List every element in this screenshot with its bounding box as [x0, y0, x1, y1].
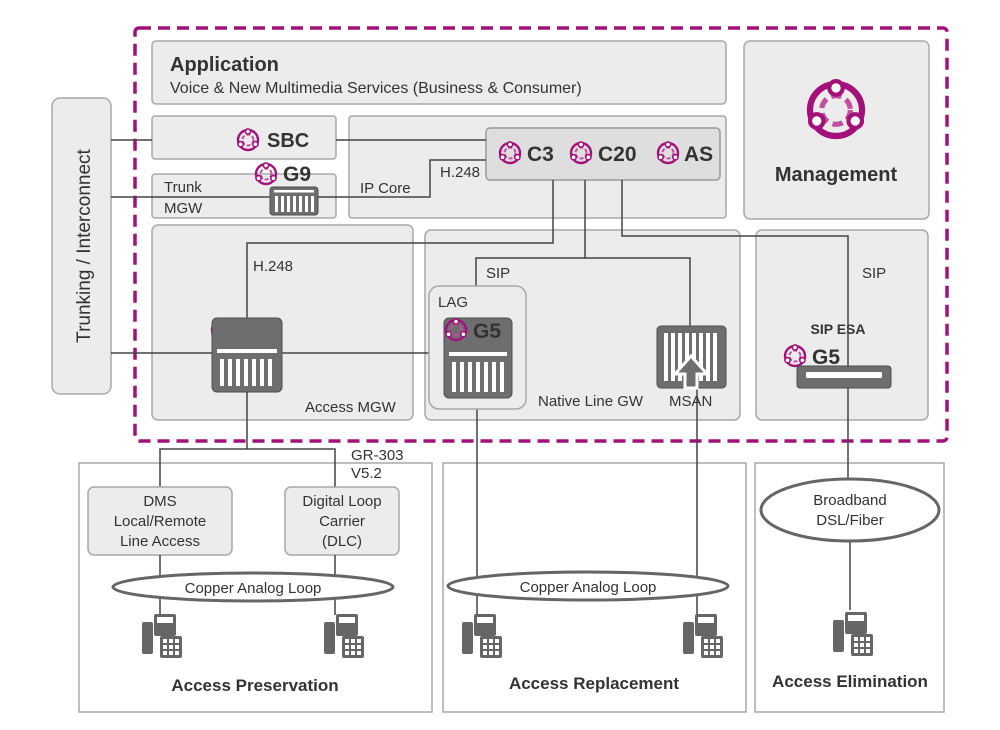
dms-line1: DMS	[143, 493, 176, 510]
access-mgw-label: Access MGW	[305, 399, 397, 416]
native-line-gw-label: Native Line GW	[538, 393, 644, 410]
core-c3-label: C3	[527, 143, 554, 166]
section-replacement: Access Replacement	[509, 674, 679, 693]
broadband-line2: DSL/Fiber	[816, 512, 884, 529]
core-devices-box	[485, 127, 721, 181]
interface-v52: V5.2	[351, 465, 382, 482]
msan-label: MSAN	[669, 393, 712, 410]
native-line-gw-protocol: SIP	[486, 265, 510, 282]
preservation-loop	[111, 571, 395, 603]
ip-core-label: IP Core	[360, 180, 411, 197]
dlc-line1: Digital Loop	[302, 493, 381, 510]
network-boundary	[133, 26, 949, 443]
section-preservation: Access Preservation	[171, 676, 338, 695]
sip-esa-protocol: SIP	[862, 265, 886, 282]
dms-line2: Local/Remote	[114, 513, 207, 530]
msan-device-icon	[656, 325, 727, 390]
trunk-mgw-line1: Trunk	[164, 179, 202, 196]
preservation-loop-label: Copper Analog Loop	[185, 580, 322, 597]
application-subtitle: Voice & New Multimedia Services (Busines…	[170, 80, 582, 97]
application-box	[151, 40, 727, 105]
section-elimination: Access Elimination	[772, 672, 928, 691]
g5-native-label: G5	[473, 320, 501, 343]
replacement-loop	[446, 570, 730, 602]
sbc-label: SBC	[267, 130, 309, 152]
g6-device-icon	[211, 317, 283, 393]
ip-core-protocol: H.248	[440, 164, 480, 181]
sip-esa-label: SIP ESA	[811, 321, 866, 337]
g5-esa-device-icon	[796, 365, 892, 389]
core-c20-label: C20	[598, 143, 637, 166]
connection-lines	[111, 139, 851, 610]
access-mgw-box	[151, 224, 414, 421]
broadband-ellipse	[759, 477, 941, 543]
interface-gr303: GR-303	[351, 447, 404, 464]
replacement-loop-label: Copper Analog Loop	[520, 579, 657, 596]
dms-line3: Line Access	[120, 533, 200, 550]
lag-label: LAG	[438, 294, 468, 311]
g5-esa-label: G5	[812, 346, 840, 369]
dlc-line2: Carrier	[319, 513, 365, 530]
broadband-line1: Broadband	[813, 492, 886, 509]
g9-device-icon	[269, 186, 319, 216]
management-box	[743, 40, 930, 220]
dlc-line3: (DLC)	[322, 533, 362, 550]
g9-label: G9	[283, 163, 311, 186]
trunking-box	[51, 97, 112, 395]
trunk-mgw-line2: MGW	[164, 200, 203, 217]
access-mgw-protocol: H.248	[253, 258, 293, 275]
application-title: Application	[170, 54, 279, 76]
core-as-label: AS	[684, 143, 713, 166]
management-label: Management	[775, 164, 898, 186]
dlc-box	[284, 486, 400, 556]
trunking-label: Trunking / Interconnect	[74, 148, 95, 342]
